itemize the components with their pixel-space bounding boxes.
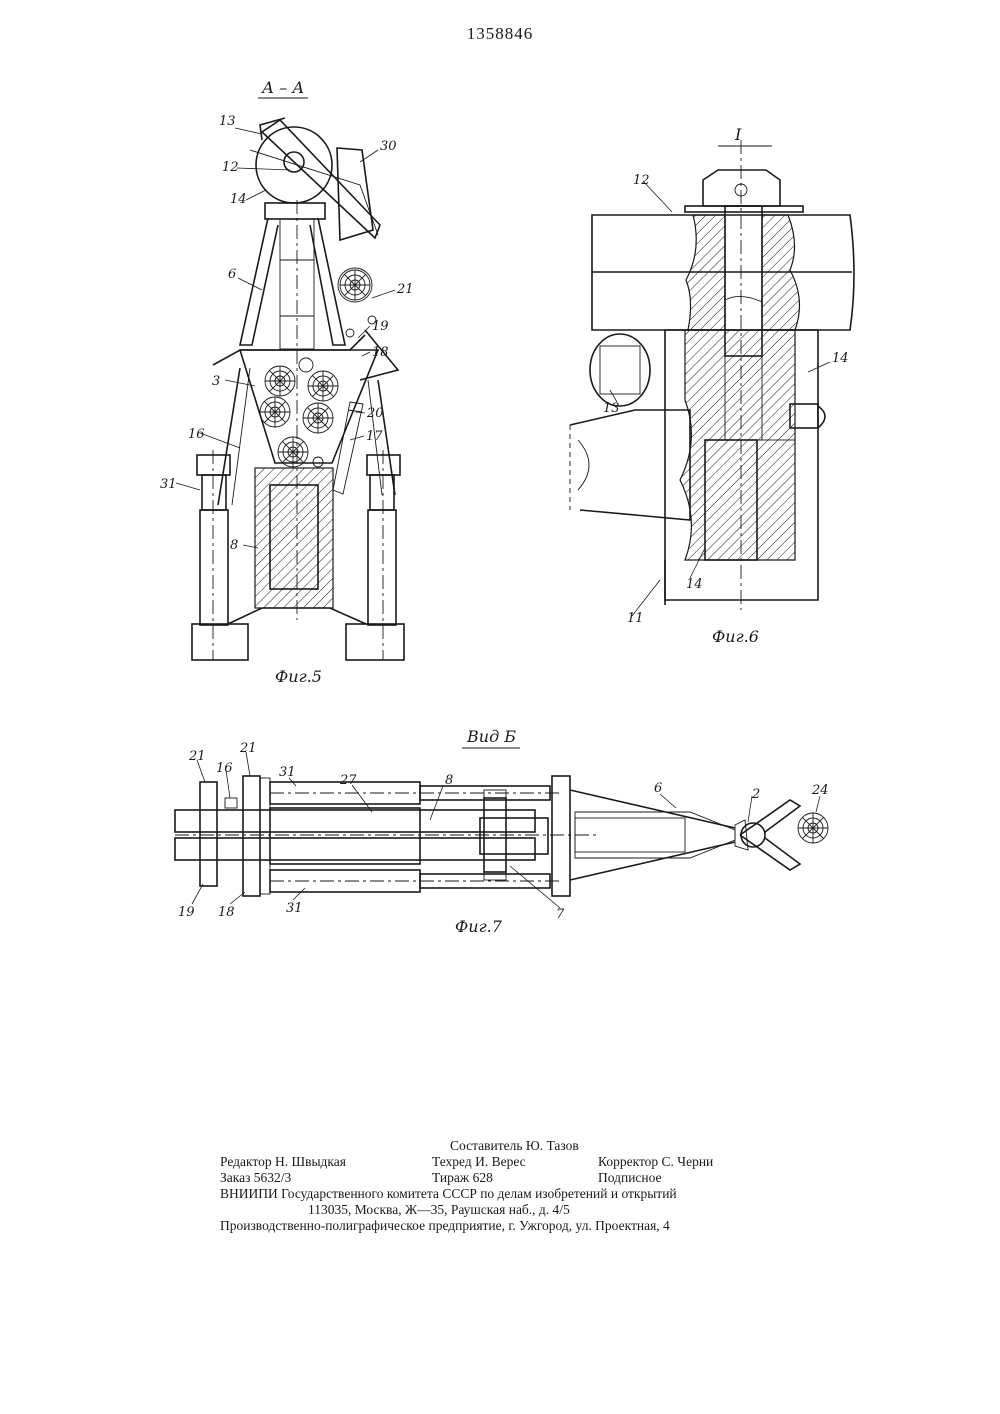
fig7-callout: 18 [218, 905, 235, 920]
fig5-callout: 31 [160, 477, 177, 492]
fig5-callout: 16 [188, 427, 205, 442]
fig6-callout: 12 [633, 173, 650, 188]
fig6-callout: 13 [603, 401, 620, 416]
fig5-callout: 20 [366, 406, 384, 421]
fig7-callout: 24 [811, 783, 829, 798]
fig6-caption: Фиг.6 [712, 627, 759, 646]
fig5-callout: 30 [380, 139, 397, 154]
compiler-line: Составитель Ю. Тазов [450, 1138, 579, 1154]
fig7-callout: 16 [216, 761, 233, 776]
colophon: Составитель Ю. Тазов Редактор Н. Швыдкая… [220, 1138, 760, 1234]
fig7-callout: 21 [188, 749, 206, 764]
address-line: 113035, Москва, Ж—35, Раушская наб., д. … [308, 1202, 570, 1218]
circulation-line: Тираж 628 [432, 1170, 493, 1186]
figure-6: I [570, 125, 854, 646]
fig7-callout: 7 [556, 907, 565, 922]
fig5-section-label: А – А [261, 78, 304, 97]
fig5-caption: Фиг.5 [275, 667, 322, 686]
subscription-line: Подписное [598, 1170, 662, 1186]
fig7-callout: 19 [178, 905, 195, 920]
fig7-callout: 31 [286, 901, 303, 916]
fig5-callout: 12 [222, 160, 239, 175]
fig6-callout: 14 [686, 577, 703, 592]
fig7-view-label: Вид Б [466, 727, 516, 746]
printer-line: Производственно-полиграфическое предприя… [220, 1218, 670, 1234]
fig7-callout: 2 [751, 787, 760, 802]
editor-line: Редактор Н. Швыдкая [220, 1154, 346, 1170]
fig7-callout: 6 [654, 781, 662, 796]
fig7-callout: 8 [445, 773, 453, 788]
figure-7: Вид Б [175, 727, 829, 936]
techred-line: Техред И. Верес [432, 1154, 526, 1170]
fig6-callout: 14 [832, 351, 849, 366]
fig5-callout: 18 [372, 345, 389, 360]
fig7-caption: Фиг.7 [455, 917, 503, 936]
fig5-callout: 8 [230, 538, 238, 553]
fig5-callout: 21 [396, 282, 414, 297]
institute-line: ВНИИПИ Государственного комитета СССР по… [220, 1186, 677, 1202]
fig7-callout: 27 [339, 773, 357, 788]
figure-5: А – А [160, 78, 414, 686]
fig6-callout: 11 [627, 611, 644, 626]
fig5-callout: 19 [372, 319, 389, 334]
fig5-callout: 13 [219, 114, 236, 129]
fig7-callout: 21 [239, 741, 257, 756]
fig5-callout: 17 [366, 429, 383, 444]
order-line: Заказ 5632/3 [220, 1170, 291, 1186]
fig5-callout: 6 [228, 267, 236, 282]
fig7-callout: 31 [279, 765, 296, 780]
corrector-line: Корректор С. Черни [598, 1154, 713, 1170]
fig5-callout: 14 [230, 192, 247, 207]
fig5-callout: 3 [212, 374, 220, 389]
